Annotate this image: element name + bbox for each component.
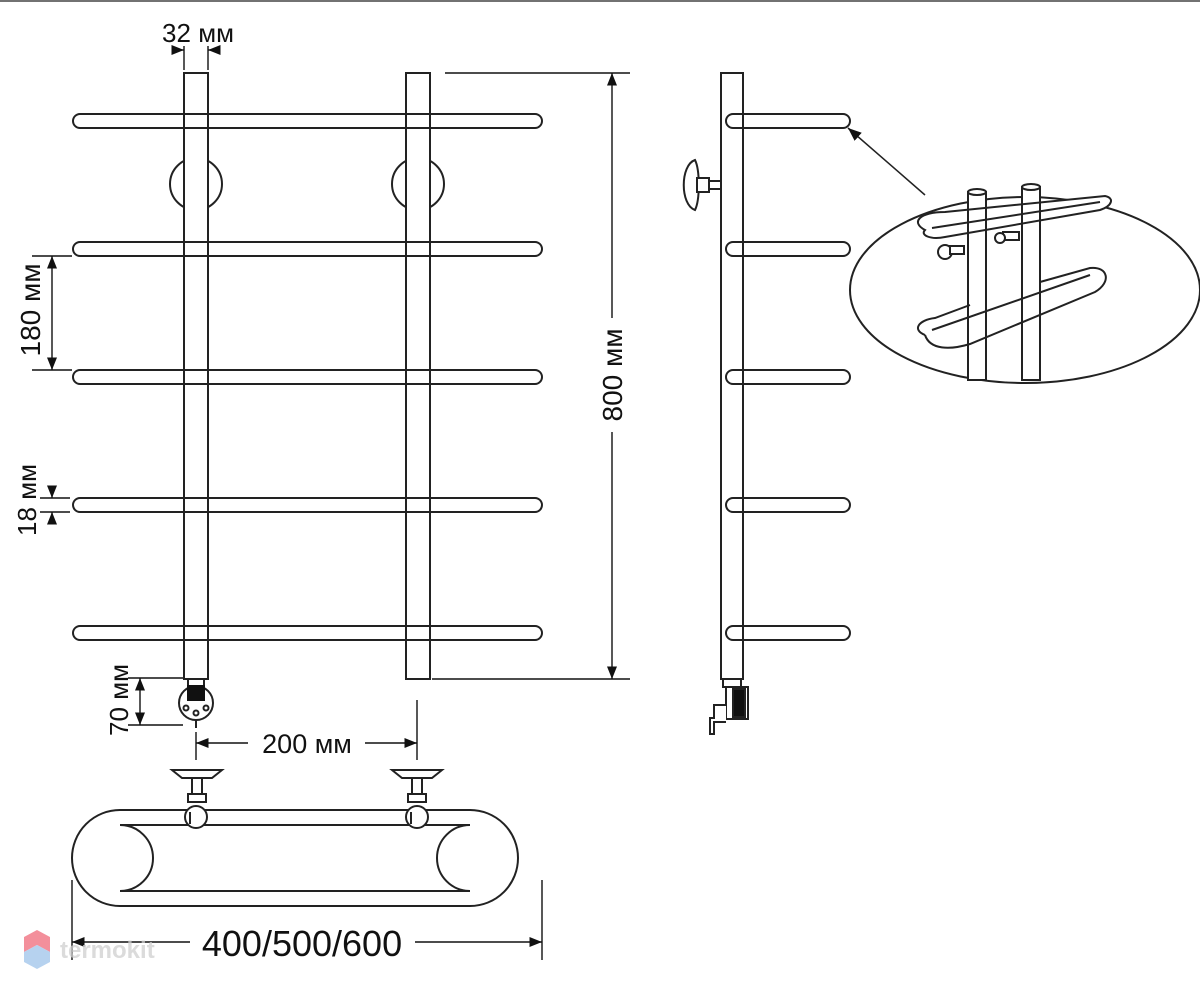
detail-pointer-line <box>847 127 926 196</box>
watermark: termokit <box>24 930 155 969</box>
side-wall-mount <box>682 158 722 212</box>
top-view <box>71 769 519 907</box>
side-rung-4 <box>725 497 851 513</box>
detail-view <box>847 127 1200 384</box>
dim-18mm: 18 мм <box>12 464 42 536</box>
top-view-loop <box>71 809 519 907</box>
top-view-left-mount <box>169 769 225 829</box>
dim-180mm: 180 мм <box>15 264 46 357</box>
front-view <box>72 72 543 728</box>
heating-element <box>178 678 214 728</box>
rung-1 <box>72 113 543 129</box>
dim-widths: 400/500/600 <box>202 923 402 964</box>
side-rung-3 <box>725 369 851 385</box>
top-view-right-mount <box>389 769 445 829</box>
dim-32mm: 32 мм <box>162 18 234 48</box>
side-view <box>682 72 851 735</box>
dim-800mm: 800 мм <box>597 329 628 422</box>
side-heater <box>709 678 749 735</box>
rung-5 <box>72 625 543 641</box>
dimension-lines <box>32 44 630 960</box>
watermark-text: termokit <box>60 937 155 964</box>
dim-70mm: 70 мм <box>104 664 134 736</box>
side-rung-2 <box>725 241 851 257</box>
rung-4 <box>72 497 543 513</box>
side-rung-5 <box>725 625 851 641</box>
side-rung-1 <box>725 113 851 129</box>
rung-3 <box>72 369 543 385</box>
rung-2 <box>72 241 543 257</box>
dim-200mm: 200 мм <box>262 729 352 759</box>
termokit-logo-icon <box>24 930 50 969</box>
